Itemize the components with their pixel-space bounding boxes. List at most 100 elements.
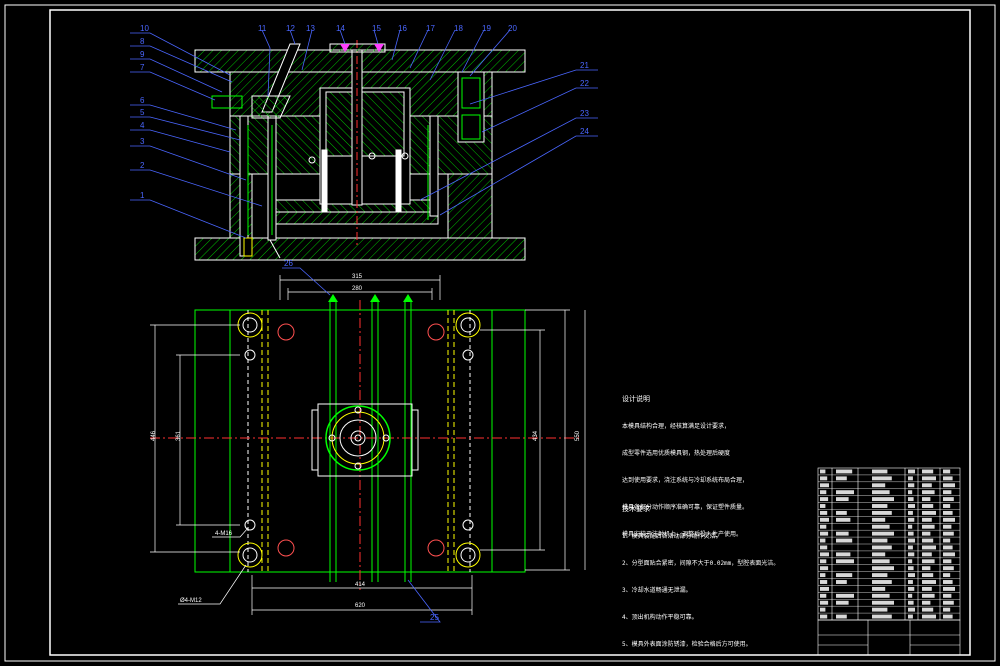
parts-table-cell-glyph: [820, 566, 829, 571]
parts-table-cell-glyph: [820, 580, 828, 584]
parts-table-cell-glyph: [908, 469, 915, 474]
parts-table-cell-glyph: [872, 517, 886, 522]
parts-table-cell-glyph: [836, 510, 847, 515]
parts-table-cell-glyph: [820, 524, 827, 529]
parts-table-cell-glyph: [922, 469, 934, 474]
parts-table-cell-glyph: [922, 531, 931, 536]
parts-table-cell-glyph: [943, 490, 952, 495]
dim-left-outer: 446: [151, 430, 157, 441]
balloon-4: 4: [140, 121, 145, 130]
parts-table-cell-glyph: [836, 559, 854, 564]
parts-table-cell-glyph: [943, 559, 952, 564]
dim-left-inner: 361: [176, 430, 182, 441]
balloon-10: 10: [140, 24, 149, 33]
parts-table-cell-glyph: [872, 538, 888, 543]
parts-table-cell-glyph: [872, 607, 888, 612]
parts-table-cell-glyph: [943, 497, 954, 502]
parts-table-cell-glyph: [820, 600, 829, 605]
section-balloon-labels: 10 8 9 7 6 5 4 3 2 1 11 12 13 14 15 16 1…: [140, 24, 589, 200]
parts-table-cell-glyph: [922, 573, 934, 578]
design-notes-title: 设计说明: [622, 395, 650, 403]
parts-table-cell-glyph: [922, 538, 934, 543]
parts-table-cell-glyph: [922, 524, 935, 529]
outer-frame: [4, 4, 996, 662]
dim-bottom-outer: 620: [355, 603, 366, 609]
technical-requirements-line: 1、模具装配后各活动部分动作灵活。: [622, 533, 722, 540]
parts-table-cell-glyph: [872, 476, 892, 481]
parts-table-cell-glyph: [836, 600, 849, 605]
parts-table-cell-glyph: [820, 552, 829, 557]
parts-table-cell-glyph: [836, 497, 849, 502]
balloon-26: 26: [284, 259, 293, 268]
parts-table-cell-glyph: [872, 483, 886, 488]
balloon-6: 6: [140, 96, 145, 105]
parts-table-cell-glyph: [836, 552, 851, 557]
technical-requirements-line: 5、模具外表面涂防锈漆，检验合格后方可使用。: [622, 641, 752, 648]
balloon-24: 24: [580, 127, 589, 136]
parts-table-cell-glyph: [943, 573, 951, 578]
parts-table-cell-glyph: [922, 600, 931, 605]
balloon-25: 25: [430, 613, 439, 622]
parts-table-cell-glyph: [943, 552, 955, 557]
parts-table-cell-glyph: [872, 510, 892, 515]
dim-right-inner: 434: [533, 430, 539, 441]
inner-frame: [49, 9, 971, 656]
parts-table-cell-glyph: [922, 552, 932, 557]
parts-table-cell-glyph: [872, 545, 892, 550]
parts-table-cell-glyph: [872, 580, 892, 584]
parts-table-cell-glyph: [943, 524, 952, 529]
parts-table-cell-glyph: [908, 614, 913, 619]
parts-table-cell-glyph: [943, 504, 951, 508]
parts-table-cell-glyph: [922, 483, 932, 488]
parts-table-cell-glyph: [820, 573, 826, 578]
section-leaders: [130, 29, 598, 239]
dim-bottom-inner: 414: [355, 582, 366, 588]
parts-table-cell-glyph: [820, 517, 829, 522]
dim-top-inner: 280: [352, 286, 363, 292]
balloon-1: 1: [140, 191, 145, 200]
parts-table-cell-glyph: [922, 510, 936, 515]
parts-table-cell-glyph: [820, 504, 826, 508]
parts-table-cell-glyph: [908, 607, 915, 612]
parts-table-cell-glyph: [908, 504, 915, 508]
technical-requirements-line: 2、分型面贴合紧密，间隙不大于0.02mm，型腔表面光洁。: [622, 560, 780, 567]
parts-table-cell-glyph: [922, 497, 931, 502]
parts-table-cell-glyph: [943, 593, 952, 598]
parts-table-cell-glyph: [943, 469, 951, 474]
parts-table-cell-glyph: [943, 607, 951, 612]
parts-table-cell-glyph: [836, 593, 854, 598]
parts-table-cell-glyph: [872, 593, 890, 598]
balloon-23: 23: [580, 109, 589, 118]
parts-table-cell-glyph: [943, 580, 953, 584]
parts-table-cell-glyph: [820, 490, 827, 495]
parts-table-cell-glyph: [908, 538, 915, 543]
parts-table-cell-glyph: [908, 566, 914, 571]
dim-right-outer: 550: [575, 430, 581, 441]
parts-table-cell-glyph: [820, 593, 827, 598]
section-view: [194, 40, 526, 261]
balloon-9: 9: [140, 50, 145, 59]
parts-table-cell-glyph: [820, 607, 826, 612]
technical-requirements: 技术要求 1、模具装配后各活动部分动作灵活。 2、分型面贴合紧密，间隙不大于0.…: [622, 487, 779, 658]
parts-table-cell-glyph: [820, 614, 828, 619]
parts-table-cell-glyph: [922, 586, 932, 591]
balloon-13: 13: [306, 24, 315, 33]
parts-table-cell-glyph: [922, 607, 934, 612]
parts-table-cell-glyph: [922, 566, 931, 571]
balloon-2: 2: [140, 161, 145, 170]
balloon-11: 11: [258, 24, 267, 33]
parts-table-cell-glyph: [820, 586, 829, 591]
parts-table-cell-glyph: [836, 531, 849, 536]
parts-table-cell-glyph: [820, 531, 829, 536]
balloon-22: 22: [580, 79, 589, 88]
parts-table-cell-glyph: [908, 483, 915, 488]
technical-requirements-line: 4、顶出机构动作平稳可靠。: [622, 614, 698, 621]
parts-table-cell-glyph: [872, 531, 894, 536]
parts-table-cell-glyph: [943, 531, 954, 536]
parts-table-cell-glyph: [820, 469, 826, 474]
parts-table-cell-glyph: [820, 559, 827, 564]
parts-table-cell-glyph: [943, 545, 953, 550]
parts-table-cell-glyph: [943, 510, 953, 515]
parts-table-cell-glyph: [908, 586, 915, 591]
